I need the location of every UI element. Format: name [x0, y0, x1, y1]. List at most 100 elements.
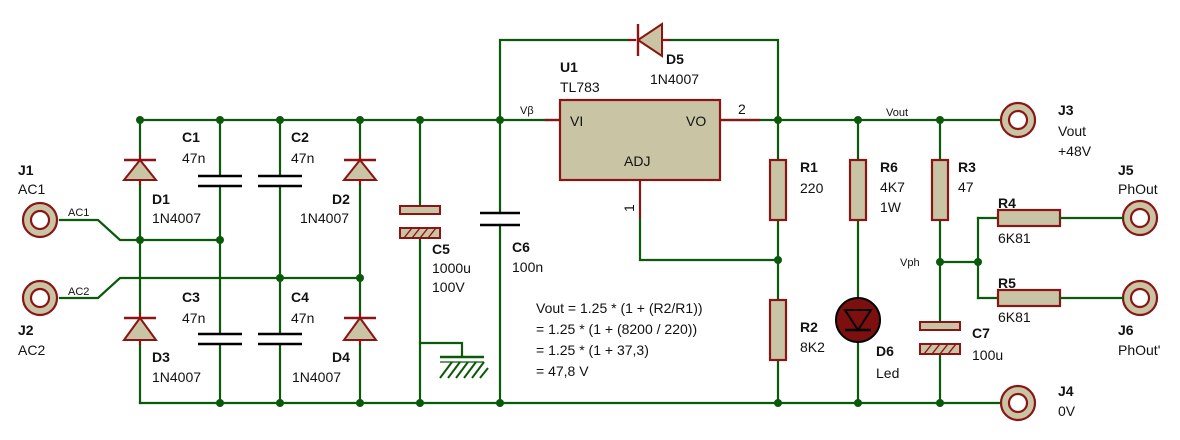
junction-dot — [774, 256, 782, 264]
d4-ref: D4 — [332, 349, 350, 365]
j6-value: PhOut' — [1118, 342, 1160, 358]
net-label-ac2: AC2 — [68, 286, 89, 298]
j6-ref: J6 — [1118, 322, 1134, 338]
junction-dot — [854, 399, 862, 407]
junctions — [136, 116, 982, 407]
j2-value: AC2 — [18, 342, 45, 358]
diode-d2: D2 1N4007 — [300, 155, 379, 226]
net-label-vph: Vph — [900, 257, 920, 269]
c4-value: 47n — [291, 310, 314, 326]
junction-dot — [496, 116, 504, 124]
r3-value: 47 — [958, 179, 974, 195]
junction-dot — [216, 236, 224, 244]
u1-pin-vi: VI — [570, 113, 583, 129]
c2-value: 47n — [291, 150, 314, 166]
net-labels: AC1 AC2 Vβ Vout Vph — [68, 105, 920, 298]
u1-value: TL783 — [560, 79, 600, 95]
c1-ref: C1 — [182, 129, 200, 145]
junction-dot — [854, 116, 862, 124]
c5-ref: C5 — [432, 241, 450, 257]
d3-value: 1N4007 — [152, 369, 201, 385]
connector-j1: J1 AC1 — [18, 162, 59, 239]
resistor-r4: R4 6K81 — [976, 195, 1125, 246]
equation-line-2: = 1.25 * (1 + (8200 / 220)) — [536, 321, 697, 337]
c6-value: 100n — [512, 259, 543, 275]
c4-ref: C4 — [291, 289, 309, 305]
capacitor-c5: C5 1000u 100V — [399, 205, 471, 295]
junction-dot — [356, 399, 364, 407]
r3-ref: R3 — [958, 159, 976, 175]
d2-value: 1N4007 — [300, 210, 349, 226]
c3-value: 47n — [182, 310, 205, 326]
resistor-r1: R1 220 — [768, 158, 824, 222]
r1-ref: R1 — [800, 159, 818, 175]
diode-d3: D3 1N4007 — [122, 313, 201, 385]
diode-d1: D1 1N4007 — [121, 155, 201, 226]
junction-dot — [936, 399, 944, 407]
equation-line-4: = 47,8 V — [536, 363, 589, 379]
net-label-vb: Vβ — [520, 105, 534, 117]
r6-value2: 1W — [880, 199, 902, 215]
r1-value: 220 — [800, 180, 824, 196]
u1-ref: U1 — [560, 59, 578, 75]
j3-ref: J3 — [1058, 102, 1074, 118]
gain-equation: Vout = 1.25 * (1 + (R2/R1)) = 1.25 * (1 … — [536, 300, 703, 379]
r2-value: 8K2 — [800, 339, 825, 355]
junction-dot — [774, 116, 782, 124]
regulator-u1: U1 TL783 VI VO ADJ 2 1 — [545, 59, 760, 218]
junction-dot — [496, 399, 504, 407]
capacitor-c4: C4 47n — [258, 289, 314, 346]
c3-ref: C3 — [182, 289, 200, 305]
resistor-r3: R3 47 — [930, 158, 976, 222]
j3-value: Vout — [1058, 123, 1086, 139]
r5-value: 6K81 — [998, 309, 1031, 325]
c5-value2: 100V — [432, 279, 465, 295]
junction-dot — [774, 399, 782, 407]
junction-dot — [276, 399, 284, 407]
j2-ref: J2 — [18, 322, 34, 338]
junction-dot — [356, 116, 364, 124]
d3-ref: D3 — [152, 349, 170, 365]
d4-value: 1N4007 — [292, 369, 341, 385]
diode-d5: D5 1N4007 — [628, 22, 699, 87]
j5-value: PhOut — [1118, 181, 1158, 197]
connector-j5: J5 PhOut — [1118, 162, 1159, 237]
c7-value: 100u — [972, 347, 1003, 363]
junction-dot — [216, 116, 224, 124]
r6-ref: R6 — [880, 159, 898, 175]
capacitor-c3: C3 47n — [182, 289, 242, 346]
resistor-r2: R2 8K2 — [768, 298, 825, 362]
junction-dot — [356, 274, 364, 282]
capacitor-c6: C6 100n — [480, 211, 543, 275]
d6-ref: D6 — [876, 343, 894, 359]
junction-dot — [276, 274, 284, 282]
capacitor-c1: C1 47n — [182, 129, 242, 188]
u1-pin-vo: VO — [686, 113, 706, 129]
net-label-ac1: AC1 — [68, 207, 89, 219]
u1-pin-2: 2 — [738, 101, 746, 117]
j4-ref: J4 — [1058, 383, 1074, 399]
r2-ref: R2 — [800, 319, 818, 335]
c6-ref: C6 — [512, 239, 530, 255]
junction-dot — [136, 116, 144, 124]
c1-value: 47n — [182, 150, 205, 166]
r5-ref: R5 — [998, 275, 1016, 291]
junction-dot — [936, 116, 944, 124]
c5-value: 1000u — [432, 260, 471, 276]
d5-value: 1N4007 — [650, 71, 699, 87]
junction-dot — [216, 399, 224, 407]
net-label-vout: Vout — [886, 107, 908, 119]
j5-ref: J5 — [1118, 162, 1134, 178]
connector-j2: J2 AC2 — [18, 279, 59, 358]
d2-ref: D2 — [332, 191, 350, 207]
junction-dot — [276, 116, 284, 124]
resistor-r6: R6 4K7 1W — [848, 158, 905, 222]
j1-ref: J1 — [18, 162, 34, 178]
r4-value: 6K81 — [998, 230, 1031, 246]
connector-j6: J6 PhOut' — [1118, 279, 1160, 358]
u1-pin-1: 1 — [621, 204, 637, 212]
junction-dot — [936, 258, 944, 266]
d5-ref: D5 — [666, 51, 684, 67]
junction-dot — [416, 399, 424, 407]
j1-value: AC1 — [18, 181, 45, 197]
